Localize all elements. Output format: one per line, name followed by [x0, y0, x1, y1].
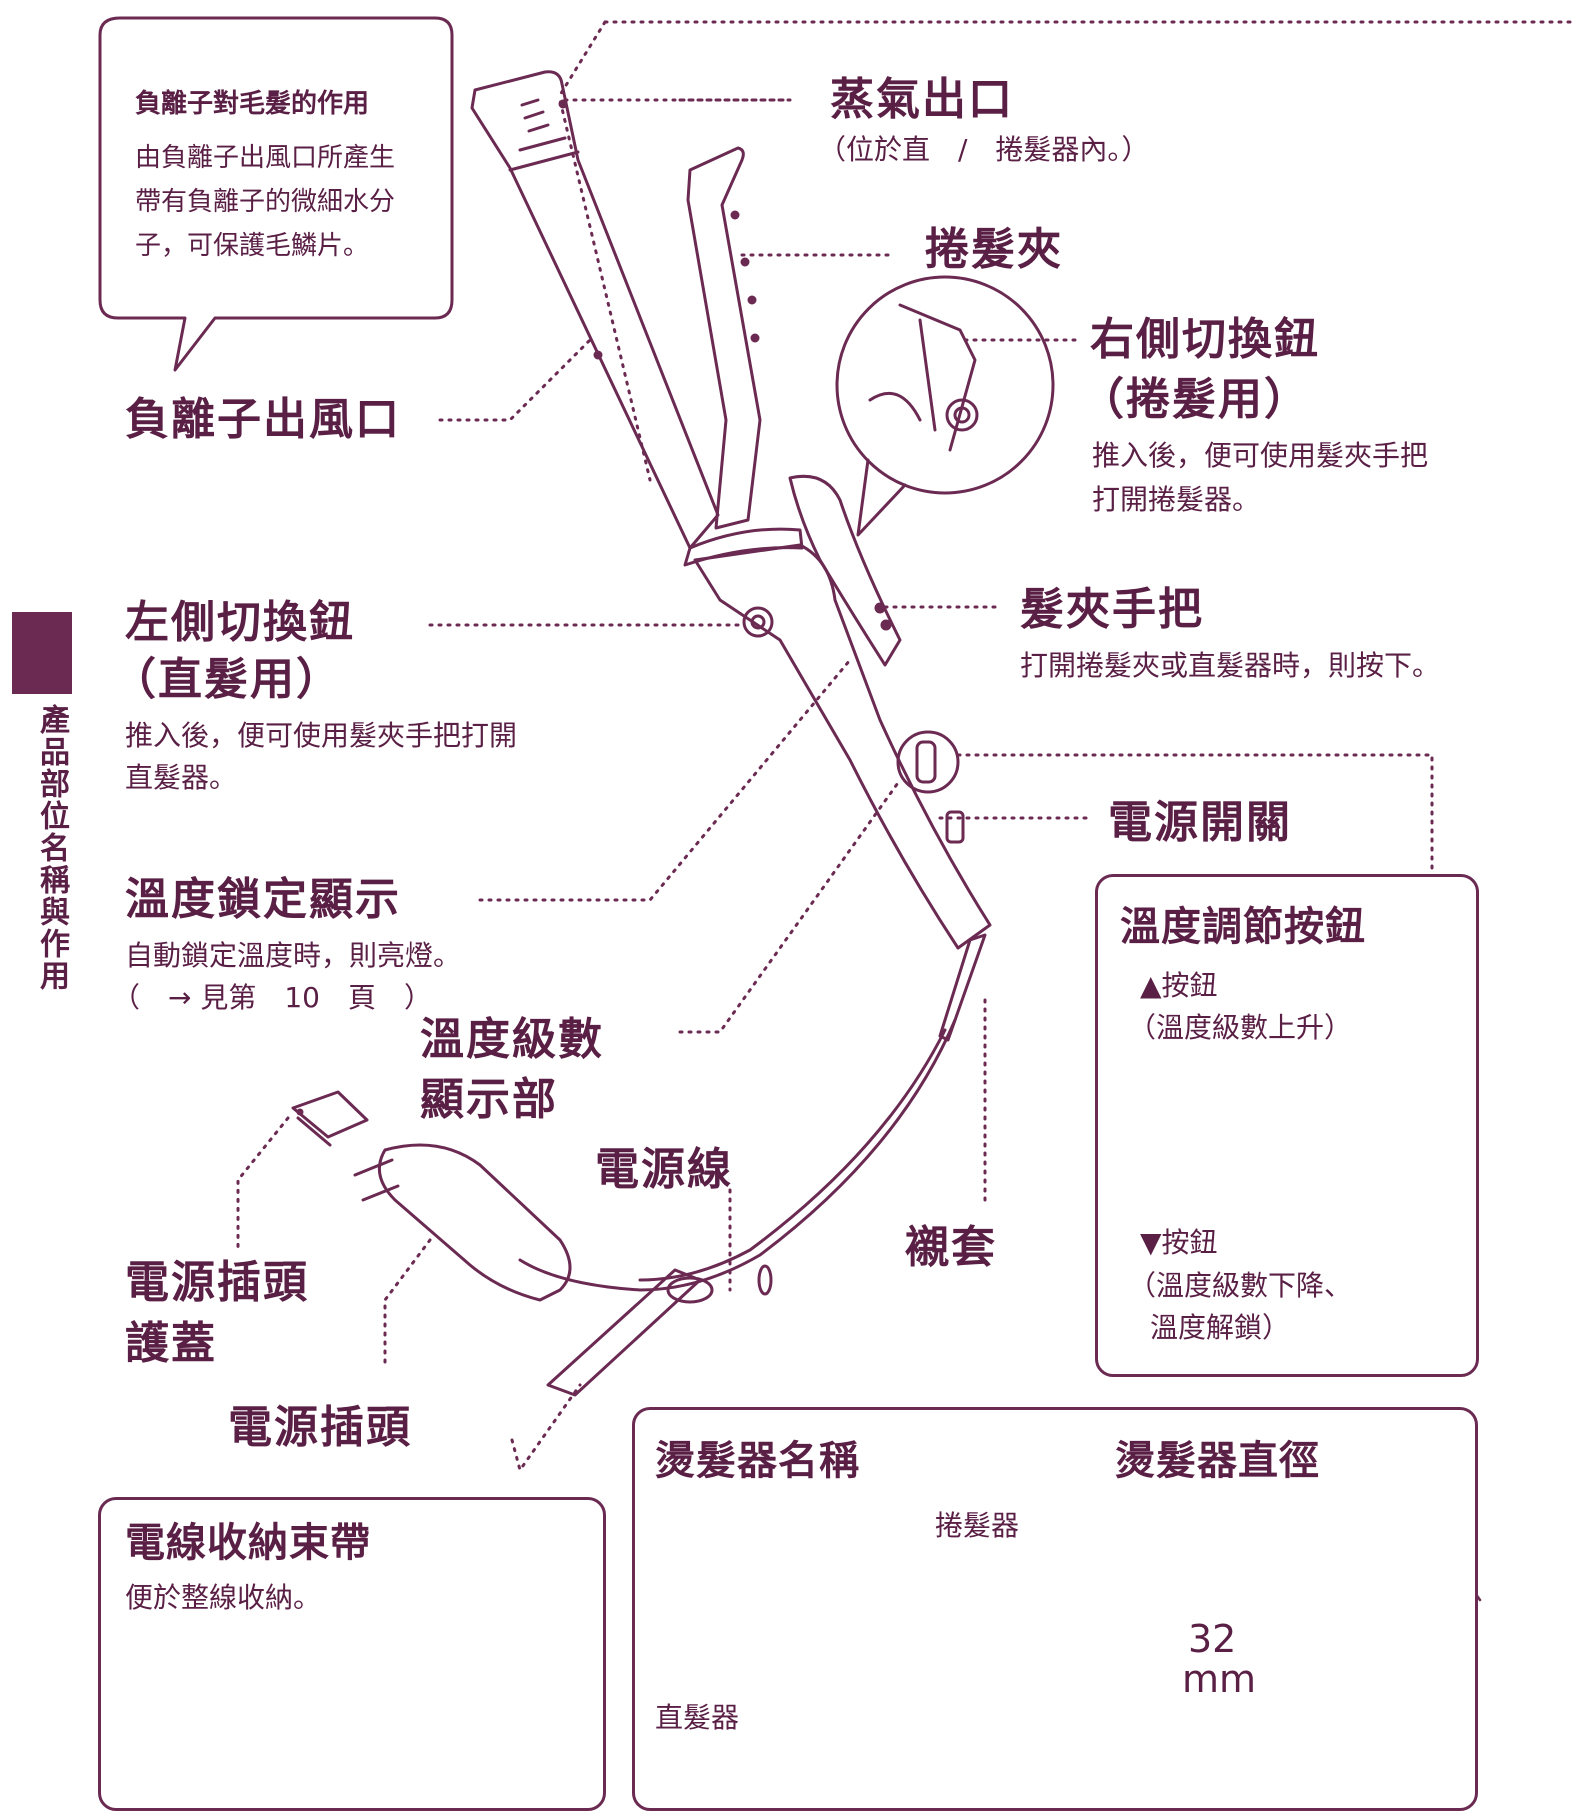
cord-strap-box — [98, 1497, 606, 1811]
label-temp-lock-desc-1: 自動鎖定溫度時，則亮燈。 — [125, 939, 462, 972]
power-switch-highlight — [896, 730, 960, 794]
label-steam-outlet: 蒸氣出口 — [830, 74, 1014, 125]
label-sleeve: 襯套 — [905, 1222, 997, 1273]
temp-control-box — [1095, 874, 1479, 1377]
temp-down-label: ▼按鈕 — [1140, 1226, 1218, 1259]
temp-box-title: 溫度調節按鈕 — [1120, 904, 1366, 950]
label-left-switch-desc-1: 推入後，便可使用髮夾手把打開 — [125, 719, 518, 752]
iron-diameter-unit: mm — [1182, 1657, 1257, 1701]
straightener-barrel — [470, 70, 720, 550]
clip-handle — [788, 474, 902, 667]
power-plug — [377, 1143, 572, 1302]
label-left-switch: 左側切換鈕 — [125, 597, 355, 648]
label-left-switch-desc-2: 直髮器。 — [125, 761, 238, 794]
left-switch-button — [742, 606, 774, 638]
label-power-cord: 電源線 — [595, 1144, 733, 1195]
section-tab-label: 產品部位名稱與作用 — [34, 704, 69, 992]
label-clip-handle-desc: 打開捲髮夾或直髮器時，則按下。 — [1020, 649, 1441, 682]
iron-straightener-label: 直髮器 — [655, 1701, 740, 1734]
label-temp-level-1: 溫度級數 — [420, 1014, 604, 1065]
label-clip-handle: 髮夾手把 — [1020, 584, 1204, 635]
label-temp-lock-desc-2: （ → 見第 10 頁 ） — [112, 981, 432, 1014]
label-plug: 電源插頭 — [228, 1402, 412, 1453]
label-ion-outlet: 負離子出風口 — [125, 394, 401, 445]
callout-bubble — [98, 16, 454, 372]
curl-clip — [686, 146, 762, 530]
iron-diameter-title: 燙髮器直徑 — [1115, 1438, 1320, 1484]
label-temp-lock: 溫度鎖定顯示 — [125, 874, 401, 925]
iron-diameter-value: 32 — [1188, 1617, 1237, 1661]
callout-title: 負離子對毛髮的作用 — [135, 89, 370, 119]
label-right-switch-desc-1: 推入後，便可使用髮夾手把 — [1092, 439, 1429, 472]
iron-curler-label: 捲髮器 — [935, 1509, 1020, 1542]
handle-body — [693, 543, 992, 950]
label-plug-cover-2: 護蓋 — [125, 1318, 217, 1369]
iron-name-title: 燙髮器名稱 — [655, 1438, 860, 1484]
callout-line-3: 子，可保護毛鱗片。 — [135, 231, 370, 261]
temp-up-label: ▲按鈕 — [1140, 969, 1218, 1002]
cord-sleeve — [938, 933, 987, 1042]
label-plug-cover-1: 電源插頭 — [125, 1257, 309, 1308]
temp-down-desc-1: （溫度級數下降、 — [1128, 1269, 1353, 1302]
label-right-switch-desc-2: 打開捲髮器。 — [1092, 483, 1261, 516]
label-temp-level-2: 顯示部 — [420, 1074, 558, 1125]
cord-box-title: 電線收納束帶 — [125, 1520, 371, 1566]
label-curl-clip: 捲髮夾 — [925, 224, 1063, 275]
temp-down-desc-2: 溫度解鎖） — [1150, 1311, 1291, 1344]
section-tab-marker — [12, 612, 72, 694]
right-switch-zoom — [835, 275, 1055, 495]
cord-box-desc: 便於整線收納。 — [125, 1581, 322, 1614]
plug-cover — [291, 1090, 369, 1147]
callout-line-2: 帶有負離子的微細水分 — [135, 187, 396, 217]
label-right-switch: 右側切換鈕 — [1090, 314, 1320, 365]
temp-up-desc: （溫度級數上升） — [1128, 1011, 1353, 1044]
label-left-switch-sub: （直髮用） — [112, 654, 342, 705]
callout-line-1: 由負離子出風口所產生 — [135, 143, 396, 173]
iron-info-box — [632, 1407, 1478, 1811]
label-power-switch: 電源開關 — [1108, 797, 1292, 848]
label-right-switch-sub: （捲髮用） — [1080, 374, 1310, 425]
steam-leader-top — [558, 20, 607, 97]
label-steam-outlet-note: （位於直 / 捲髮器內。） — [818, 133, 1150, 166]
